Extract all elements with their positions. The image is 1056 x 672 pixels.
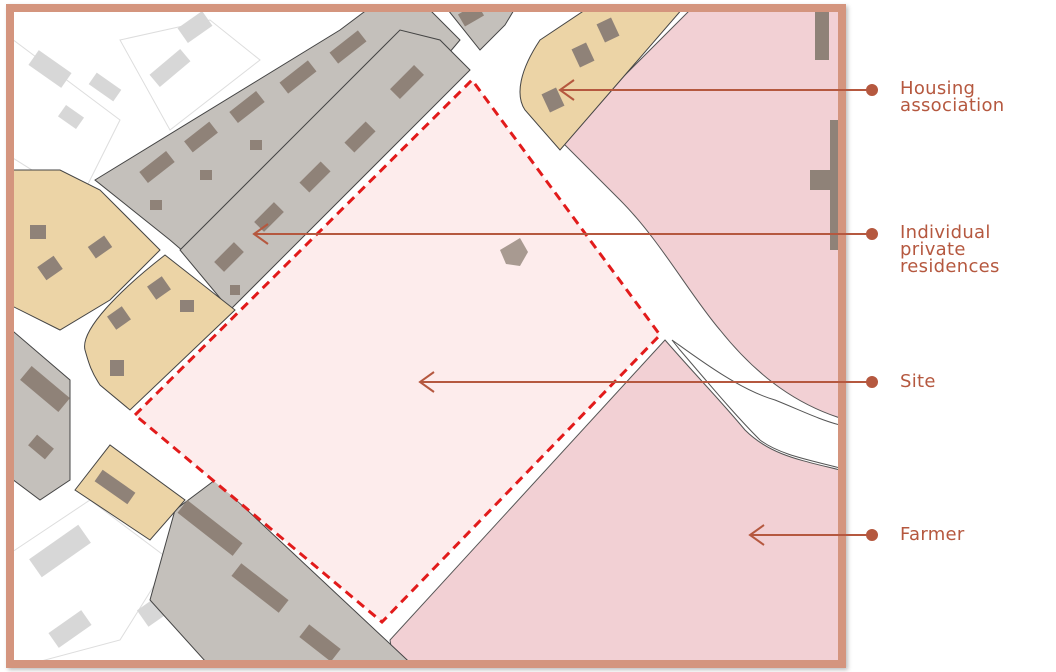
dot-marker-icon (866, 529, 878, 541)
site-parcel (132, 77, 662, 625)
housing-parcel-west (14, 169, 161, 331)
housing-parcel-north-east (519, 12, 681, 151)
unowned-buildings (28, 12, 213, 648)
site-building (500, 238, 528, 266)
legend-label-private-residences: Individual private residences (900, 222, 1000, 277)
legend-label-farmer: Farmer (900, 524, 965, 545)
farmer-parcels (389, 12, 838, 660)
land-ownership-map (14, 12, 838, 660)
buildings (20, 12, 838, 660)
legend-label-site: Site (900, 371, 936, 392)
map-frame (6, 4, 846, 668)
farmer-parcel-south-east (389, 339, 838, 660)
legend-label-housing-association: Housing association (900, 78, 1005, 116)
stream-path (671, 339, 838, 468)
farmer-parcel-north-east (559, 12, 838, 418)
dot-marker-icon (866, 376, 878, 388)
dot-marker-icon (866, 84, 878, 96)
dot-marker-icon (866, 228, 878, 240)
